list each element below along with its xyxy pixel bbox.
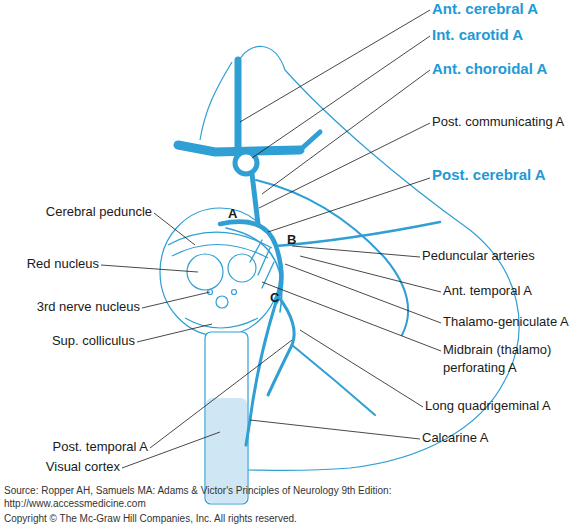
leader-line xyxy=(300,256,441,292)
leader-line xyxy=(101,265,198,272)
artery-label: Calcarine A xyxy=(422,429,488,447)
artery-label: Ant. choroidal A xyxy=(432,60,547,78)
artery-label: Int. carotid A xyxy=(432,26,523,44)
arteries xyxy=(178,60,440,445)
structure-label: Cerebral peduncle xyxy=(46,203,152,221)
anterior-temporal-artery xyxy=(276,222,440,246)
artery-label: Midbrain (thalamo) perforating A xyxy=(443,341,563,377)
leader-line xyxy=(154,213,195,245)
posterior-cerebral-artery xyxy=(220,222,282,302)
red-nucleus xyxy=(187,254,223,290)
copyright-note: Copyright © The Mc-Graw Hill Companies, … xyxy=(4,512,297,525)
calcarine-artery xyxy=(246,302,276,445)
artery-label: Ant. temporal A xyxy=(443,282,532,300)
colliculus-arc xyxy=(185,318,258,328)
artery-label: Thalamo-geniculate A xyxy=(443,313,569,331)
quadrigeminal-artery xyxy=(226,228,282,312)
leader-line xyxy=(292,246,420,257)
visual-cortex-band xyxy=(205,332,248,504)
leader-line xyxy=(285,264,441,323)
artery-label: Ant. cerebral A xyxy=(432,0,538,18)
leader-line xyxy=(252,36,430,158)
leader-line xyxy=(300,330,423,407)
artery-label: Post. cerebral A xyxy=(432,166,546,184)
middle-cerebral-branch xyxy=(178,145,300,152)
structure-label: Visual cortex xyxy=(46,458,120,476)
leader-line xyxy=(142,292,210,308)
artery-label: Post. temporal A xyxy=(53,438,148,456)
artery-label: Post. communicating A xyxy=(432,113,564,131)
leader-line xyxy=(137,324,212,342)
middle-cerebral-branch xyxy=(300,132,320,150)
nerve-nucleus xyxy=(232,290,237,295)
leader-line xyxy=(262,70,430,194)
region-letter: B xyxy=(287,231,296,249)
region-letter: C xyxy=(270,289,279,307)
leader-lines xyxy=(101,10,441,468)
leader-line xyxy=(240,10,430,122)
structure-label: Red nucleus xyxy=(27,255,99,273)
leader-line xyxy=(262,282,441,351)
perforating-artery xyxy=(250,240,274,288)
posterior-communicating-artery xyxy=(252,174,258,224)
leader-line xyxy=(259,123,430,208)
leader-line xyxy=(268,178,430,232)
source-caption: Source: Ropper AH, Samuels MA: Adams & V… xyxy=(4,484,394,510)
structure-label: 3rd nerve nucleus xyxy=(37,298,140,316)
leader-line xyxy=(150,340,292,448)
lateral-branch xyxy=(292,345,375,415)
leader-line xyxy=(250,420,420,439)
aqueduct xyxy=(216,296,228,308)
artery-label: Peduncular arteries xyxy=(422,247,535,265)
region-letter: A xyxy=(228,205,237,223)
anterior-cerebral-artery xyxy=(235,60,242,150)
artery-label: Long quadrigeminal A xyxy=(425,397,551,415)
internal-carotid-ring xyxy=(235,152,257,174)
frontal-outline xyxy=(200,62,232,140)
structure-label: Sup. colliculus xyxy=(52,332,135,350)
